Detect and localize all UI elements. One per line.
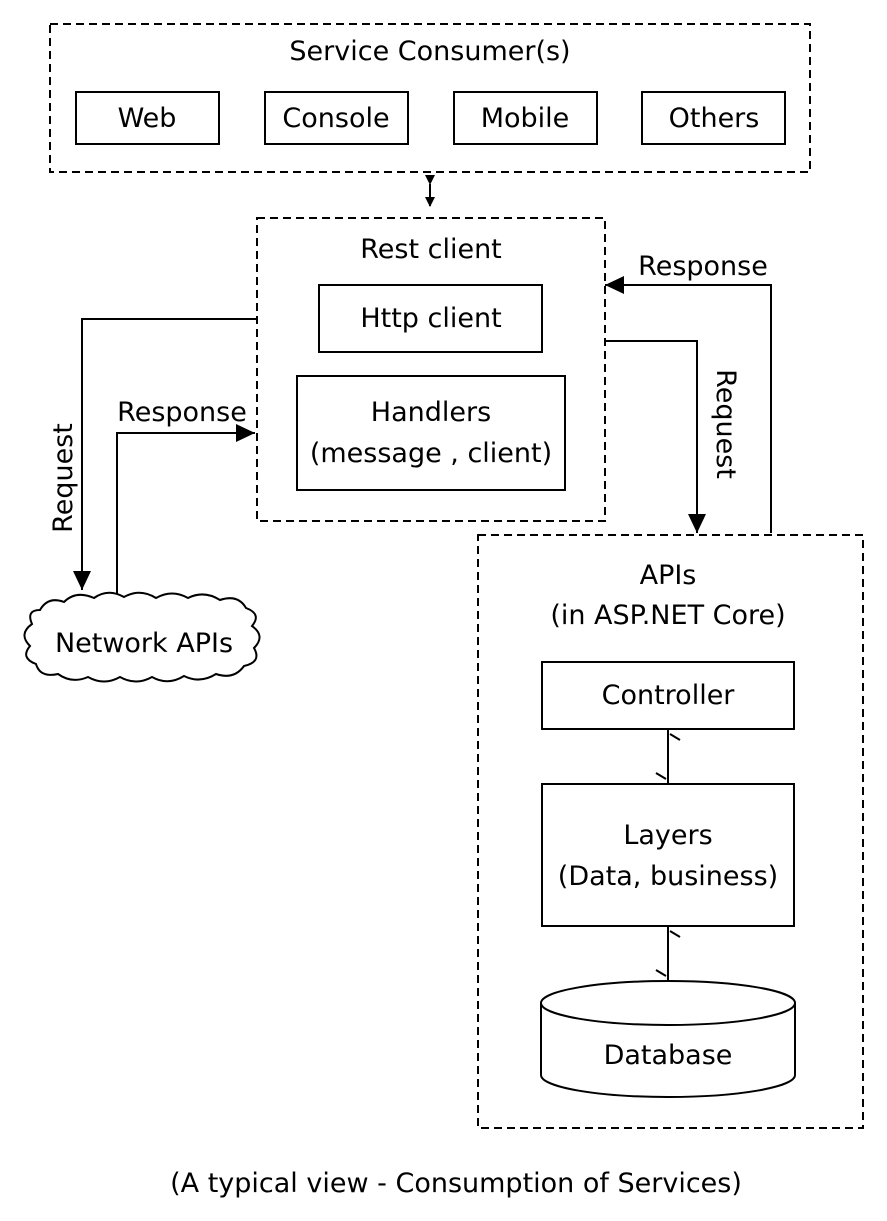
service-consumers-title: Service Consumer(s) <box>289 36 570 67</box>
controller-layers-ticks <box>655 733 681 780</box>
left-request-arrow <box>73 318 257 590</box>
console-box <box>264 91 409 145</box>
rest-client-title: Rest client <box>360 234 502 265</box>
rest-client-border <box>256 217 606 522</box>
handlers-label: Handlers <box>371 397 491 428</box>
left-response-label: Response <box>117 397 247 428</box>
web-box <box>75 91 220 145</box>
apis-border <box>477 534 864 1129</box>
layers-database-ticks <box>655 930 681 977</box>
database-body <box>540 1003 796 1098</box>
diagram-caption: (A typical view - Consumption of Service… <box>170 1168 742 1199</box>
service-consumers-group: Service Consumer(s) Web Console Mobile O… <box>49 23 811 173</box>
apis-group: APIs (in ASP.NET Core) Controller Layers… <box>477 534 864 1129</box>
layers-sublabel: (Data, business) <box>558 861 778 892</box>
right-request-label: Request <box>710 369 741 479</box>
others-box <box>641 91 786 145</box>
apis-subtitle: (in ASP.NET Core) <box>550 600 785 631</box>
left-request-label: Request <box>48 423 79 533</box>
layers-label: Layers <box>623 820 712 851</box>
network-apis-cloud: Network APIs <box>23 591 261 683</box>
cloud-shape <box>23 591 261 683</box>
web-label: Web <box>118 103 177 134</box>
right-response-label: Response <box>638 251 768 282</box>
console-label: Console <box>282 103 389 134</box>
rest-client-group: Rest client Http client Handlers (messag… <box>256 217 606 522</box>
layers-box <box>541 783 795 927</box>
apis-title: APIs <box>640 560 697 591</box>
http-client-box <box>318 284 543 353</box>
handlers-box <box>296 375 566 491</box>
others-label: Others <box>669 103 760 134</box>
database-label: Database <box>604 1040 733 1071</box>
right-response-arrow <box>605 276 772 533</box>
right-request-arrow <box>605 340 706 533</box>
mobile-label: Mobile <box>481 103 570 134</box>
network-apis-label: Network APIs <box>55 628 233 659</box>
controller-label: Controller <box>602 680 736 711</box>
left-response-arrow <box>116 424 255 604</box>
handlers-sublabel: (message , client) <box>310 438 552 469</box>
database-cylinder: Database <box>540 980 796 1098</box>
controller-box <box>541 661 795 730</box>
http-client-label: Http client <box>360 303 501 334</box>
database-top <box>540 980 796 1026</box>
service-consumers-border <box>49 23 811 173</box>
mobile-box <box>453 91 598 145</box>
